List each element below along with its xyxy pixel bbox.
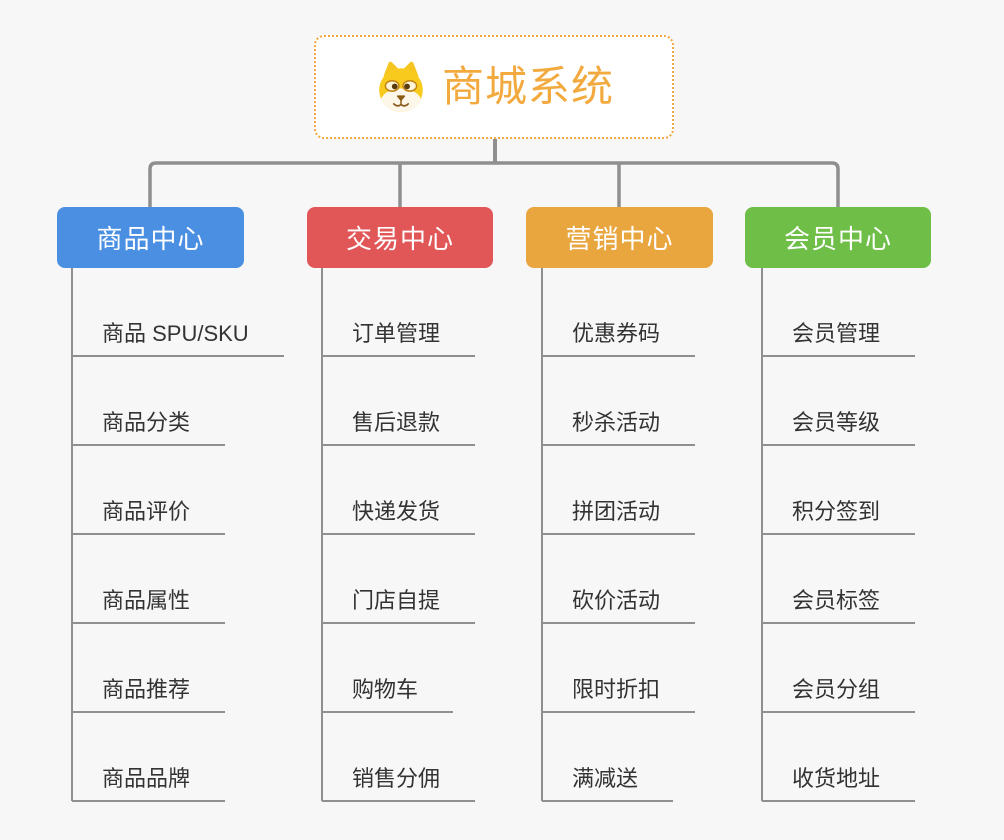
leaf-node[interactable]: 收货地址	[762, 764, 916, 802]
leaf-node[interactable]: 会员管理	[762, 319, 916, 357]
branch-label: 营销中心	[565, 224, 674, 254]
leaf-node[interactable]: 优惠券码	[542, 319, 696, 357]
leaf-node[interactable]: 会员分组	[762, 675, 916, 713]
branch-node-member-center[interactable]: 会员中心	[745, 207, 931, 268]
root-title: 商城系统	[441, 63, 614, 110]
leaf-node[interactable]: 商品属性	[72, 586, 226, 624]
leaf-node[interactable]: 秒杀活动	[542, 408, 696, 446]
branch-node-trade-center[interactable]: 交易中心	[307, 207, 493, 268]
leaf-node[interactable]: 商品评价	[72, 497, 226, 535]
root-node[interactable]: 商城系统	[314, 35, 674, 139]
leaf-node[interactable]: 售后退款	[322, 408, 476, 446]
leaf-node[interactable]: 门店自提	[322, 586, 476, 624]
leaf-node[interactable]: 快递发货	[322, 497, 476, 535]
leaf-node[interactable]: 商品 SPU/SKU	[72, 319, 284, 357]
leaf-node[interactable]: 会员标签	[762, 586, 916, 624]
branch-label: 交易中心	[345, 224, 454, 254]
leaf-node[interactable]: 限时折扣	[542, 675, 696, 713]
branch-rail-line	[148, 161, 840, 208]
leaf-node[interactable]: 会员等级	[762, 408, 916, 446]
leaf-node[interactable]: 砍价活动	[542, 586, 696, 624]
leaf-node[interactable]: 销售分佣	[322, 764, 476, 802]
leaf-node[interactable]: 积分签到	[762, 497, 916, 535]
branch-label: 会员中心	[783, 224, 892, 254]
leaf-node[interactable]: 订单管理	[322, 319, 476, 357]
branch-node-product-center[interactable]: 商品中心	[57, 207, 244, 268]
leaf-node[interactable]: 拼团活动	[542, 497, 696, 535]
branch-label: 商品中心	[96, 224, 205, 254]
leaf-node[interactable]: 购物车	[322, 675, 454, 713]
leaf-node[interactable]: 商品品牌	[72, 764, 226, 802]
branch-node-marketing-center[interactable]: 营销中心	[526, 207, 713, 268]
leaf-node[interactable]: 商品推荐	[72, 675, 226, 713]
dog-face-icon	[379, 61, 423, 112]
leaf-node[interactable]: 满减送	[542, 764, 674, 802]
leaf-node[interactable]: 商品分类	[72, 408, 226, 446]
